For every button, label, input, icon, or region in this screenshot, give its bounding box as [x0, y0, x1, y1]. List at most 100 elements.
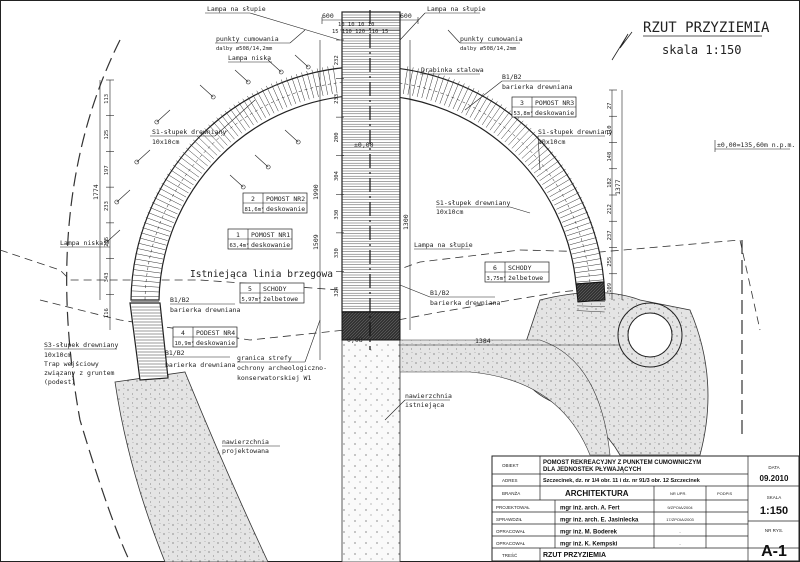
dim-center: 304: [334, 170, 340, 181]
dim-center: 330: [334, 248, 340, 258]
label-shoreline: Istniejąca linia brzegowa: [190, 269, 333, 280]
area-box-area: 53,8m²: [514, 110, 534, 117]
area-box-name: SCHODY: [263, 285, 287, 293]
deck-board: [421, 70, 430, 99]
lamp-icon: [295, 139, 301, 145]
lamp-icon: [278, 69, 284, 75]
label-ladder: Drabinka stalowa: [421, 66, 484, 74]
dim-right: 148: [607, 152, 613, 162]
label-lamp-post-left: Lampa na słupie: [207, 5, 266, 13]
deck-board: [556, 196, 582, 210]
deck-board: [301, 72, 310, 100]
label-post-mid-1: S1-słupek drewniany: [436, 199, 510, 207]
tb-role: OPRACOWAŁ: [496, 541, 526, 546]
deck-board: [332, 65, 338, 94]
label-surface-existing-1: nawierzchnia: [405, 392, 452, 400]
deck-board: [131, 279, 160, 283]
tb-obiekt-label: OBIEKT: [502, 463, 519, 468]
deck-board: [533, 155, 557, 174]
label-zone-1: granica strefy: [237, 354, 292, 362]
deck-board: [140, 232, 168, 241]
deck-board: [296, 74, 306, 101]
tb-branza-label: BRANŻA: [502, 490, 520, 496]
area-box-area: 63,4m²: [230, 242, 250, 249]
deck-board: [151, 202, 178, 215]
deck-board: [563, 216, 591, 228]
deck-board: [566, 226, 594, 237]
dim-left: 113: [104, 94, 110, 104]
tb-tresc-label: TREŚĆ: [502, 551, 518, 558]
lamp-arm: [156, 109, 171, 123]
label-lamp-post-mid: Lampa na słupie: [414, 241, 473, 249]
deck-board: [426, 72, 435, 100]
tb-role: SPRAWDZIŁ: [496, 517, 523, 522]
deck-board: [569, 237, 597, 246]
label-zone-2: ochrony archeologiczno-: [237, 364, 327, 372]
deck-board: [176, 160, 200, 178]
deck-board: [544, 173, 569, 189]
deck-board: [481, 101, 498, 126]
deck-board: [572, 252, 601, 259]
lamp-arm: [284, 129, 299, 143]
deck-board: [200, 131, 221, 153]
label-lamp-low-left: Lampa niska: [60, 239, 103, 247]
label-mooring-right: punkty cumowania: [460, 35, 523, 43]
tb-obiekt-1: POMOST REKREACYJNY Z PUNKTEM CUMOWNICZYM: [543, 460, 701, 466]
dim-top-small: 10 10 10 10: [338, 22, 374, 28]
designed-surface-lower-arc: [399, 339, 611, 456]
deck-board: [204, 128, 225, 149]
label-barrier-mid-1: B1/B2: [430, 289, 450, 297]
deck-board: [173, 164, 197, 182]
deck-board: [327, 66, 333, 95]
dim-center: 324: [334, 286, 340, 297]
dim-center: 200: [334, 132, 340, 142]
tb-role: PROJEKTOWAŁ: [496, 505, 530, 510]
dim-right: 237: [607, 230, 613, 240]
deck-board: [452, 83, 465, 110]
drawing-scale: skala 1:150: [662, 43, 741, 57]
lamp-arm: [136, 149, 151, 163]
label-barrier-low-2: barierka drewniana: [165, 361, 236, 369]
deck-board: [224, 110, 243, 134]
deck-board: [189, 143, 211, 163]
deck-board: [133, 263, 162, 269]
dim-600-right: 600: [400, 12, 412, 20]
dim-right: 110: [607, 125, 613, 135]
deck-board: [412, 68, 419, 96]
deck-board: [134, 258, 163, 264]
label-s3-1: S3-słupek drewniany: [44, 341, 118, 349]
label-post-left-2: 10x10cm: [152, 138, 179, 146]
tb-nr-rys: A-1: [761, 543, 787, 560]
low-lamps: [104, 54, 311, 245]
deck-board: [560, 206, 587, 219]
deck-board: [561, 211, 589, 223]
label-barrier-low-1: B1/B2: [165, 349, 185, 357]
deck-board: [573, 258, 602, 264]
deck-board: [576, 310, 605, 313]
deck-board: [542, 168, 566, 185]
deck-board: [154, 197, 180, 210]
deck-board: [457, 85, 470, 112]
tb-tresc: RZUT PRZYZIEMIA: [543, 552, 606, 559]
deck-board: [164, 178, 189, 194]
deck-board: [156, 192, 182, 206]
deck-board: [448, 81, 460, 108]
dimension-lines: [44, 12, 790, 447]
tb-license: 9/ZPOIA/2004: [667, 505, 693, 510]
lamp-icon: [210, 94, 216, 100]
level-mark: ±0,00=135,60m n.p.m.: [717, 141, 795, 149]
deck-board: [143, 222, 171, 232]
label-lamp-low-top: Lampa niska: [228, 54, 271, 62]
area-box-finish: deskowanie: [251, 241, 290, 249]
area-box-no: 3: [520, 99, 524, 107]
north-arrow-icon: [611, 31, 633, 61]
deck-board: [251, 93, 266, 118]
tb-data-label: DATA: [768, 465, 779, 470]
deck-board: [186, 147, 208, 167]
deck-board: [444, 79, 455, 106]
existing-surface-center: [341, 339, 401, 562]
area-box-name: POMOST NR3: [535, 99, 574, 107]
